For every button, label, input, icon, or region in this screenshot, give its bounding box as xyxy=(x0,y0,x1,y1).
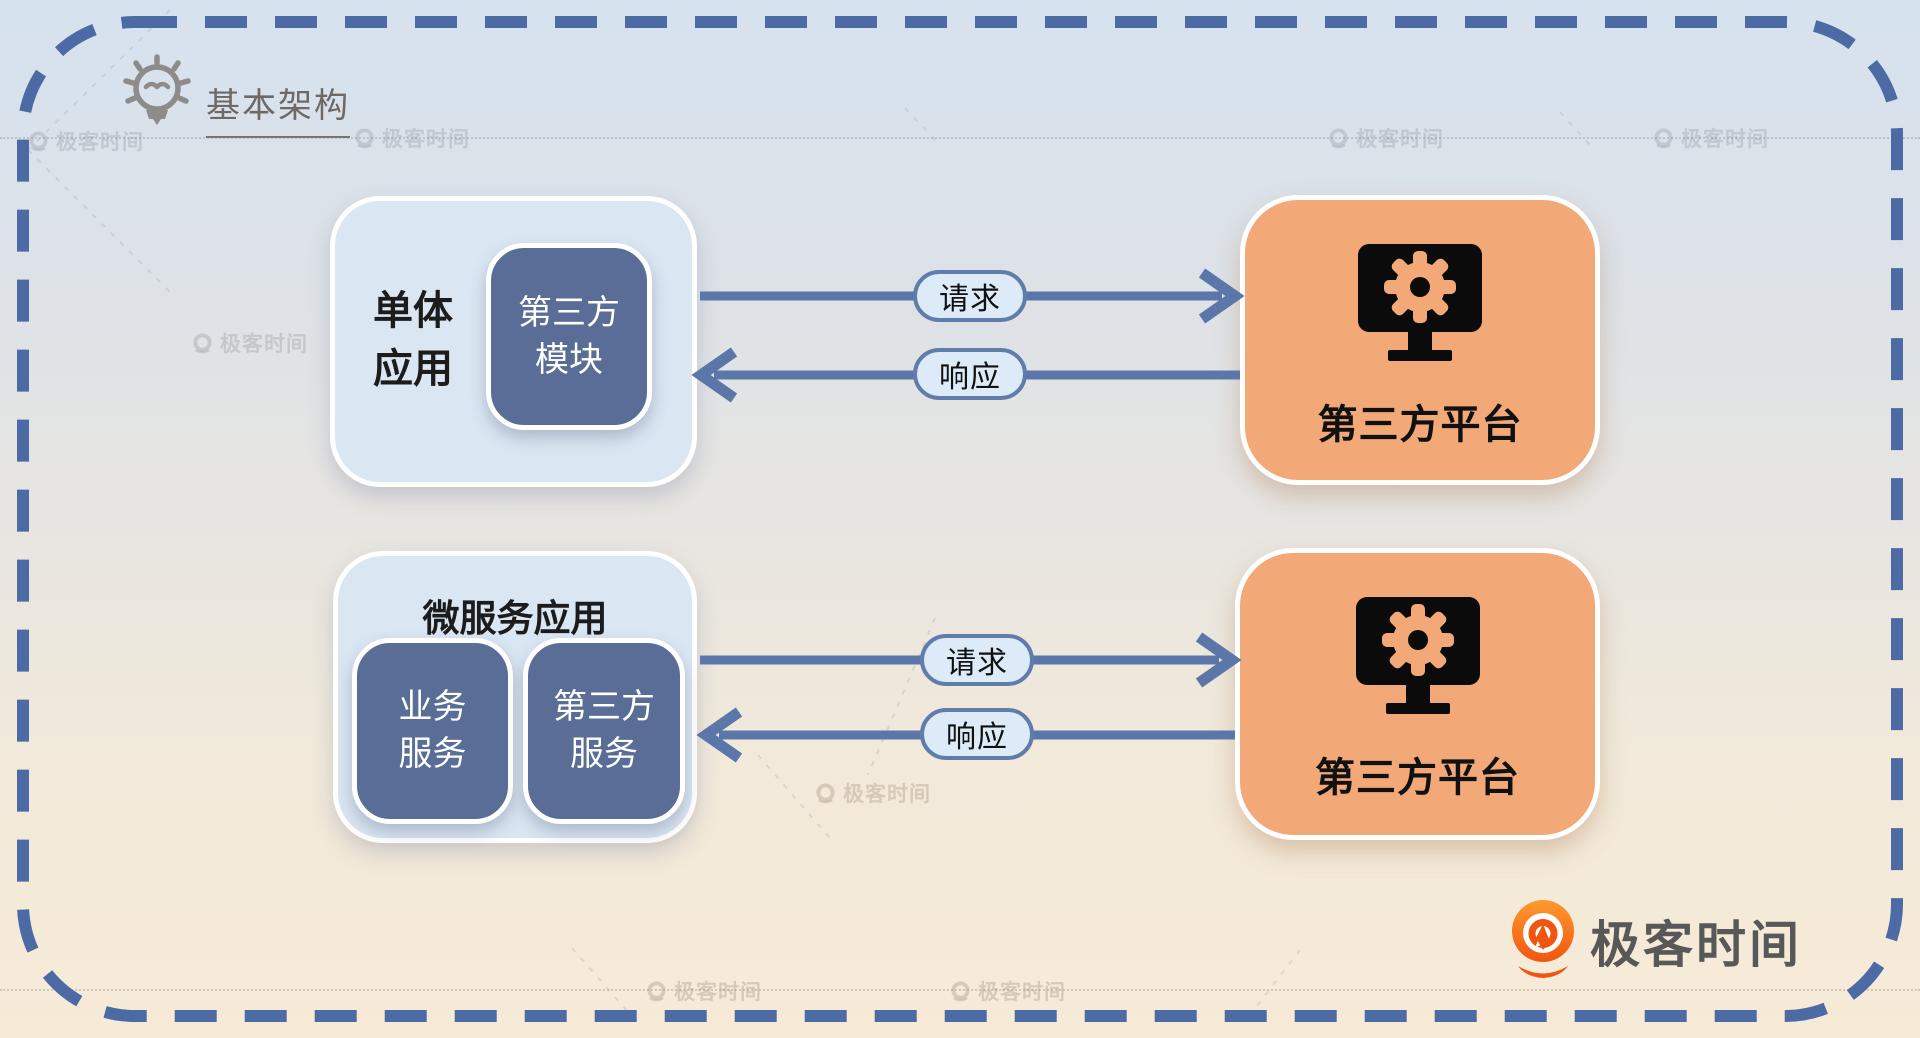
response-pill: 响应 xyxy=(913,348,1027,400)
geektime-brand-text: 极客时间 xyxy=(1590,917,1802,973)
request-pill: 请求 xyxy=(913,270,1027,322)
response-pill: 响应 xyxy=(920,708,1034,760)
geektime-brand: 极客时间 xyxy=(1510,898,1802,984)
geektime-logo-icon xyxy=(1512,900,1574,978)
request-pill: 请求 xyxy=(920,634,1034,686)
